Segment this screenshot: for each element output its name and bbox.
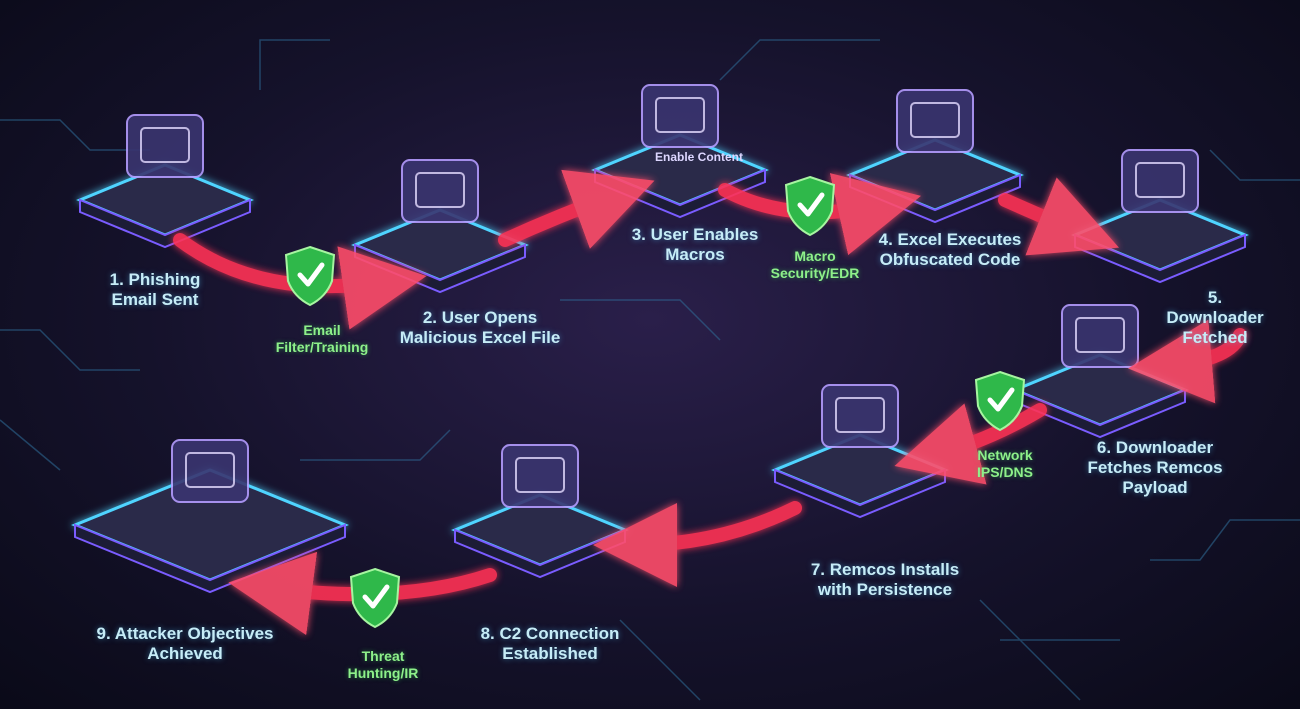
enable-content-button: Enable Content xyxy=(655,150,744,164)
step-label-9: 9. Attacker Objectives Achieved xyxy=(96,624,274,663)
control-label-2: Macro Security/EDR xyxy=(770,248,860,281)
cloud-download-icon xyxy=(1121,149,1199,213)
shield-lock-icon xyxy=(641,84,719,148)
attack-path-arrow-1 xyxy=(173,233,427,330)
step-label-4: 4. Excel Executes Obfuscated Code xyxy=(878,230,1022,269)
control-label-1: Email Filter/Training xyxy=(275,322,369,355)
step-label-6: 6. Downloader Fetches Remcos Payload xyxy=(1087,438,1223,497)
attack-path-arrow-5 xyxy=(1128,319,1247,404)
check-shield-icon xyxy=(349,567,401,629)
attack-path-arrow-4 xyxy=(998,177,1119,256)
check-shield-icon xyxy=(974,370,1026,432)
control-label-3: Network IPS/DNS xyxy=(976,447,1034,480)
attack-path-arrow-7 xyxy=(593,501,802,587)
step-label-5: 5. Downloader Fetched xyxy=(1166,288,1264,347)
step-platform-2 xyxy=(351,159,529,294)
step-platform-7 xyxy=(771,384,949,519)
circuit-traces xyxy=(0,39,1300,701)
envelope-fishhook-icon xyxy=(126,114,204,178)
control-label-4: Threat Hunting/IR xyxy=(347,648,419,681)
satellite-dish-icon xyxy=(501,444,579,508)
step-label-7: 7. Remcos Installs with Persistence xyxy=(810,560,960,599)
attack-path-arrow-2 xyxy=(498,169,655,249)
robot-arm-icon xyxy=(1061,304,1139,368)
step-platform-5 xyxy=(1071,149,1249,284)
gear-code-icon xyxy=(896,89,974,153)
monitor-spreadsheet-icon xyxy=(401,159,479,223)
step-label-3: 3. User Enables Macros xyxy=(631,225,759,264)
step-platform-8 xyxy=(451,444,629,579)
step-label-2: 2. User Opens Malicious Excel File xyxy=(399,308,561,347)
hacker-desk-trophies-icon xyxy=(171,439,249,503)
step-platform-1 xyxy=(76,114,254,249)
check-shield-icon xyxy=(784,175,836,237)
step-label-1: 1. Phishing Email Sent xyxy=(109,270,201,309)
step-label-8: 8. C2 Connection Established xyxy=(480,624,620,663)
server-shield-icon xyxy=(821,384,899,448)
step-platform-9 xyxy=(71,439,349,594)
check-shield-icon xyxy=(284,245,336,307)
attack-path-arrow-6 xyxy=(894,403,1047,485)
